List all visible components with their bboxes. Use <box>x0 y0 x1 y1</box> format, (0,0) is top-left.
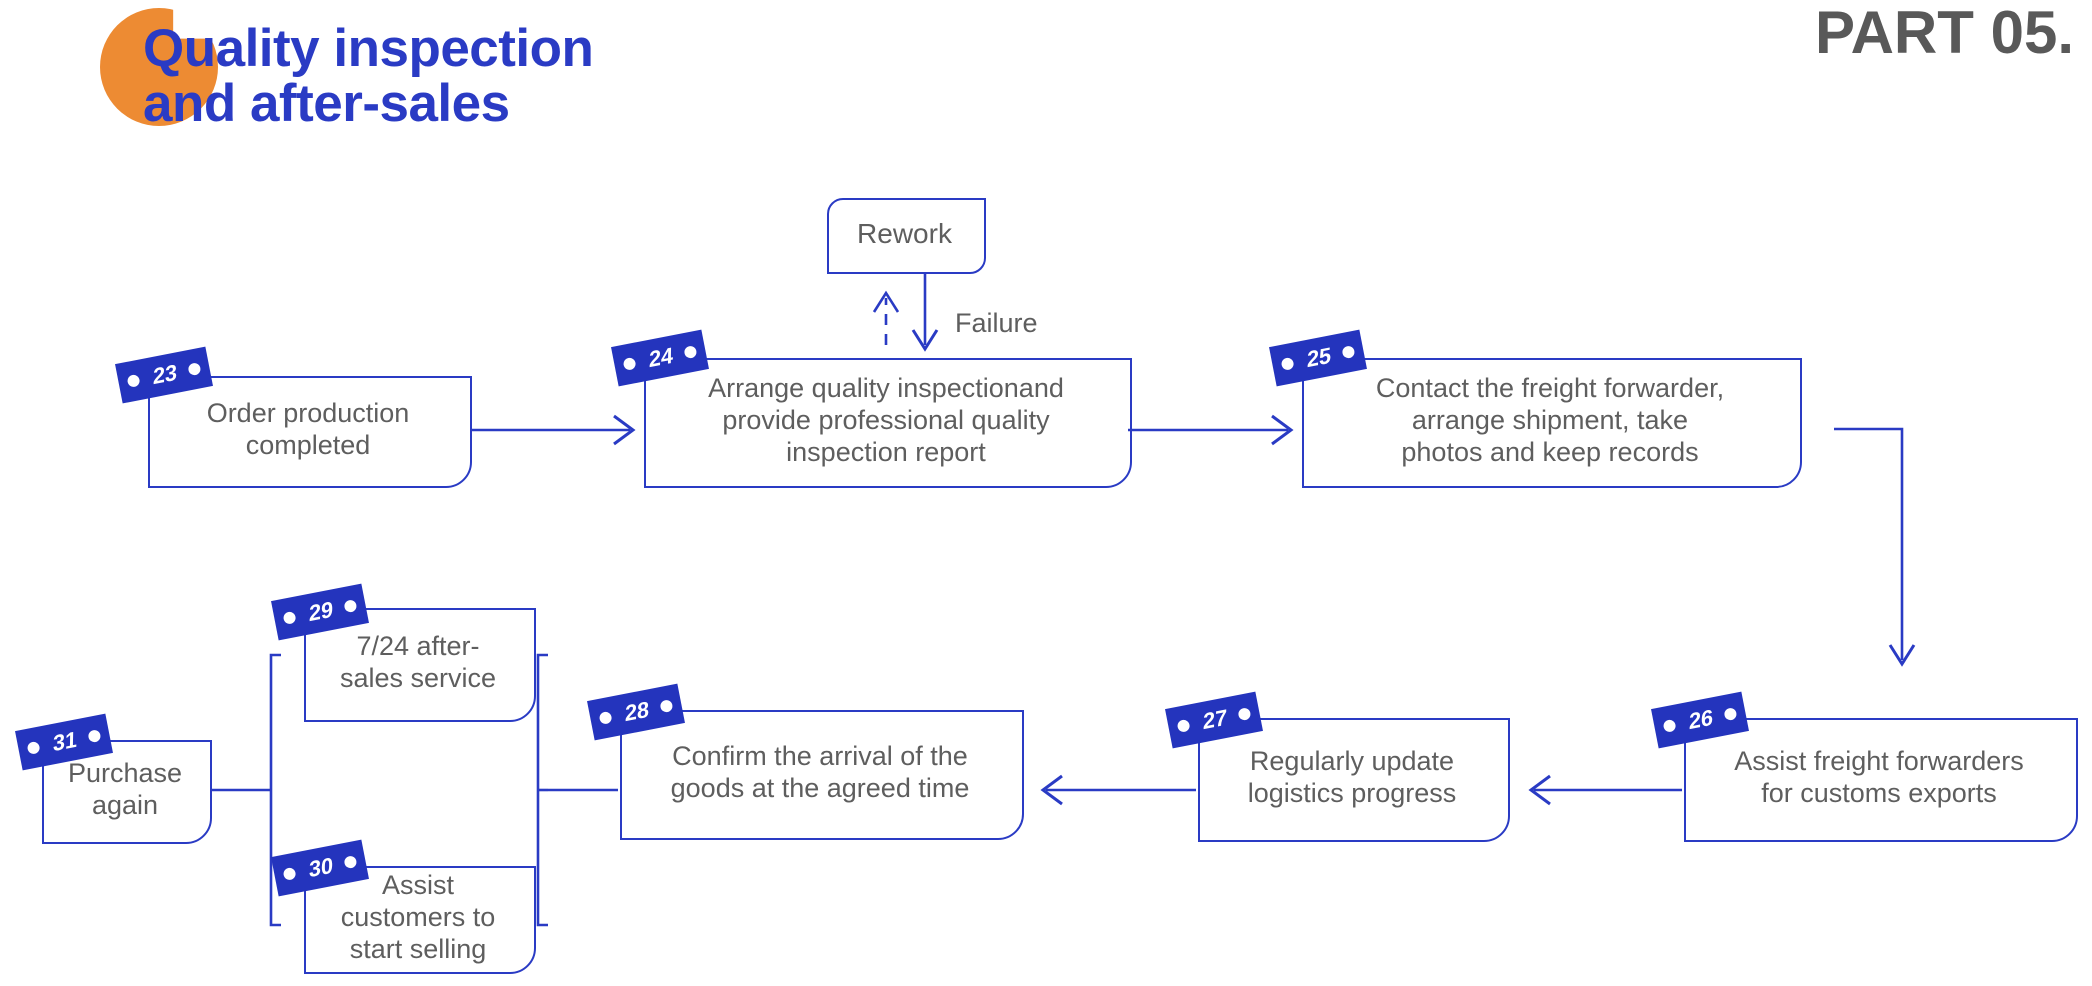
node-frame <box>644 358 1132 488</box>
node-label: Regularly update logistics progress <box>1247 746 1457 808</box>
flow-node-27[interactable]: Regularly update logistics progress <box>1198 718 1510 842</box>
flow-node-24[interactable]: Arrange quality inspectionand provide pr… <box>644 358 1132 488</box>
part-number-label: PART 05. <box>1815 0 2074 66</box>
node-label: Assist freight forwarders for customs ex… <box>1734 746 2024 808</box>
node-label: Contact the freight forwarder, arrange s… <box>1375 373 1725 467</box>
flow-node-25[interactable]: Contact the freight forwarder, arrange s… <box>1302 358 1802 488</box>
flow-node-28[interactable]: Confirm the arrival of the goods at the … <box>620 710 1024 840</box>
node-frame <box>304 866 536 974</box>
page-title: Quality inspection and after-sales <box>143 19 594 133</box>
node-label: Rework <box>857 218 952 250</box>
node-label: Assist customers to start selling <box>340 870 496 964</box>
node-label: Arrange quality inspectionand provide pr… <box>708 373 1064 467</box>
failure-label: Failure <box>955 308 1038 338</box>
node-label: Order production completed <box>206 398 410 460</box>
node-label: Confirm the arrival of the goods at the … <box>670 741 970 803</box>
flow-node-30[interactable]: Assist customers to start selling <box>304 866 536 974</box>
node-frame <box>1198 718 1510 842</box>
node-frame <box>620 710 1024 840</box>
node-label: 7/24 after- sales service <box>339 631 497 693</box>
node-frame <box>827 198 986 274</box>
node-frame <box>148 376 472 488</box>
flow-node-26[interactable]: Assist freight forwarders for customs ex… <box>1684 718 2078 842</box>
arrow-25-to-26 <box>1834 427 1904 660</box>
node-frame <box>1302 358 1802 488</box>
node-frame <box>1684 718 2078 842</box>
flow-node-rework[interactable]: Rework <box>827 198 986 274</box>
node-label: Purchase again <box>67 758 183 820</box>
flow-node-23[interactable]: Order production completed <box>148 376 472 488</box>
